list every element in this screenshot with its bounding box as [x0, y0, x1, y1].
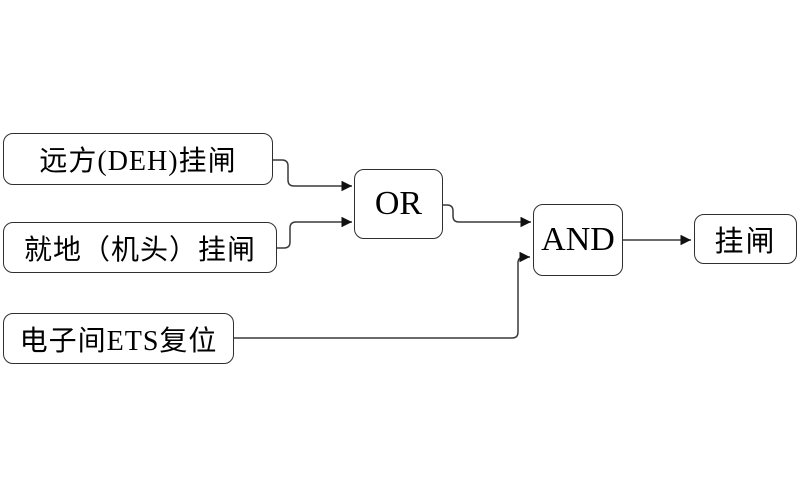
or-gate-box: OR [354, 169, 443, 239]
input-box-local-head: 就地（机头）挂闸 [3, 222, 277, 273]
input-box-remote-deh: 远方(DEH)挂闸 [3, 133, 273, 185]
edge-ets-to-and [234, 251, 530, 339]
or-gate-label: OR [374, 185, 423, 222]
input-box-ets-reset-label: 电子间ETS复位 [19, 325, 218, 357]
edge-local-to-or [277, 216, 352, 249]
input-box-remote-deh-label: 远方(DEH)挂闸 [39, 146, 237, 177]
output-box-latch-label: 挂闸 [714, 226, 777, 258]
output-box-latch: 挂闸 [694, 214, 797, 264]
and-gate-label: AND [541, 221, 615, 258]
edge-remote-to-or [273, 159, 352, 192]
input-box-ets-reset: 电子间ETS复位 [3, 313, 234, 364]
input-box-local-head-label: 就地（机头）挂闸 [23, 234, 256, 266]
edge-or-to-and [443, 204, 531, 228]
and-gate-box: AND [533, 204, 623, 276]
